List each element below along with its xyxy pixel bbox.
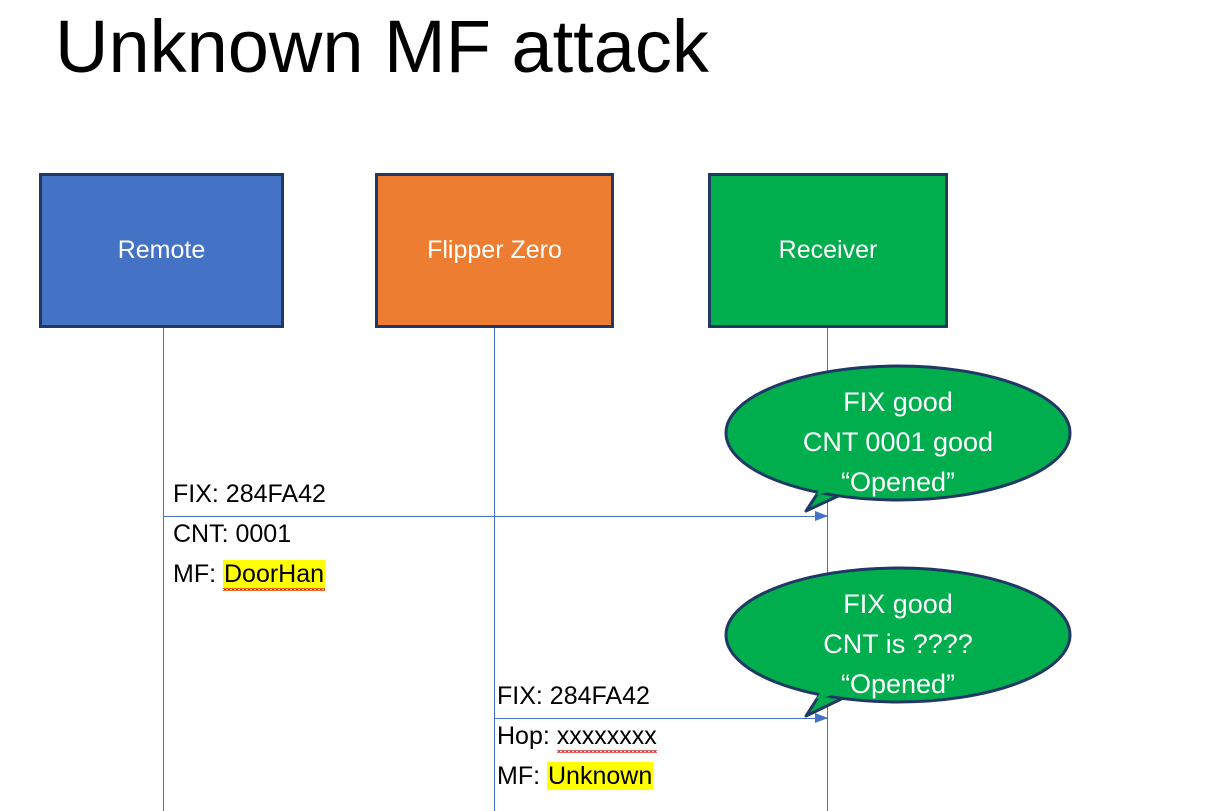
speech-bubble-receiver-response-2: FIX good CNT is ???? “Opened” — [724, 566, 1074, 722]
actor-box-flipper-zero[interactable]: Flipper Zero — [375, 173, 614, 328]
message-line-prefix: MF: — [173, 560, 223, 588]
actor-box-remote[interactable]: Remote — [39, 173, 284, 328]
actor-label-receiver: Receiver — [778, 236, 878, 264]
message-line-prefix: FIX: — [173, 480, 226, 508]
message-label-flipper-to-receiver: FIX: 284FA42 Hop: xxxxxxxx MF: Unknown — [497, 676, 657, 796]
message-line: FIX: 284FA42 — [173, 474, 326, 514]
message-label-remote-to-receiver: FIX: 284FA42 CNT: 0001 MF: DoorHan — [173, 474, 326, 594]
speech-bubble-shape-icon — [724, 364, 1072, 513]
message-arrow-remote-to-receiver — [163, 511, 828, 521]
message-line: MF: Unknown — [497, 756, 657, 796]
message-line-value: 284FA42 — [549, 682, 650, 710]
message-line: FIX: 284FA42 — [497, 676, 657, 716]
speech-bubble-shape-icon — [724, 566, 1072, 718]
message-line-prefix: FIX: — [497, 682, 550, 710]
message-line-prefix: MF: — [497, 762, 547, 790]
lifeline-flipper-zero — [494, 328, 495, 811]
message-line-value-highlighted: DoorHan — [223, 560, 325, 591]
actor-box-receiver[interactable]: Receiver — [708, 173, 948, 328]
message-line-value: 0001 — [235, 520, 292, 548]
speech-bubble-receiver-response-1: FIX good CNT 0001 good “Opened” — [724, 364, 1074, 520]
message-arrow-flipper-to-receiver — [494, 713, 828, 723]
page-title: Unknown MF attack — [55, 5, 709, 88]
lifeline-receiver — [827, 328, 828, 811]
message-line-prefix: Hop: — [497, 722, 557, 750]
message-line: Hop: xxxxxxxx — [497, 716, 657, 756]
message-line: MF: DoorHan — [173, 554, 326, 594]
message-line: CNT: 0001 — [173, 514, 326, 554]
message-line-prefix: CNT: — [173, 520, 236, 548]
message-line-value-misspelled: xxxxxxxx — [556, 722, 657, 753]
message-line-value: 284FA42 — [225, 480, 326, 508]
lifeline-remote — [163, 328, 164, 811]
actor-label-remote: Remote — [117, 236, 206, 264]
actor-label-flipper-zero: Flipper Zero — [427, 236, 562, 264]
message-line-value-highlighted: Unknown — [547, 762, 654, 790]
